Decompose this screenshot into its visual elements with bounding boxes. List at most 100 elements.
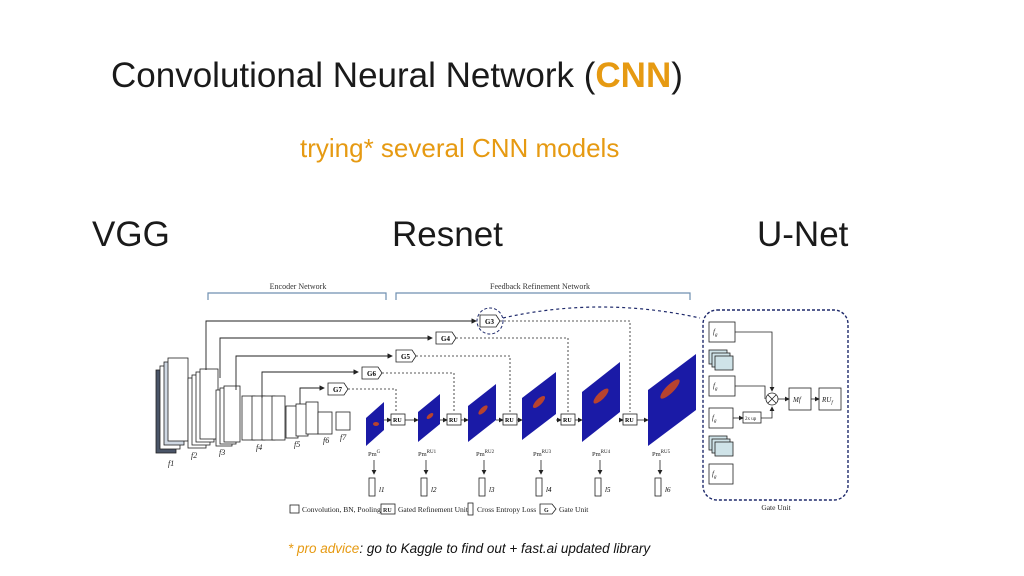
svg-text:fg: fg bbox=[713, 382, 718, 392]
gate-g3: G3 bbox=[476, 307, 504, 335]
gate-unit-detail: Gate Unit fg fg fg fg Mf RUf 2x up bbox=[702, 309, 849, 512]
pm-label: Pm bbox=[652, 451, 661, 458]
svg-text:PmRU3: PmRU3 bbox=[533, 450, 552, 458]
encoder-bracket: Encoder Network bbox=[207, 282, 387, 300]
feature-labels: f1 f2 f3 f4 f5 f6 f7 bbox=[168, 433, 347, 468]
legend-gate: Gate Unit bbox=[559, 505, 589, 514]
prediction-map-2 bbox=[418, 394, 440, 442]
pm-label: Pm bbox=[368, 451, 377, 458]
legend-ru-swatch bbox=[380, 503, 396, 515]
gate-g4: G4 bbox=[435, 331, 457, 345]
prediction-maps bbox=[366, 354, 696, 446]
loss-label: l4 bbox=[546, 486, 552, 494]
gate-detail-sub: g bbox=[714, 419, 717, 424]
svg-text:PmRU4: PmRU4 bbox=[592, 450, 611, 458]
gate-detail-label: f bbox=[713, 328, 716, 336]
block-f1 bbox=[155, 357, 189, 454]
loss-block-4: l4 bbox=[535, 477, 552, 497]
ru-label: RU bbox=[563, 418, 572, 424]
ru-unit-2: RU bbox=[446, 413, 462, 426]
block-f6 bbox=[317, 411, 333, 435]
loss-block-1: l1 bbox=[368, 477, 384, 497]
loss-arrows bbox=[371, 460, 663, 475]
legend: Convolution, BN, Pooling RU Gated Refine… bbox=[289, 502, 589, 516]
svg-text:RUf: RUf bbox=[821, 396, 833, 406]
ru-f-label: RU bbox=[821, 396, 832, 404]
title-close: ) bbox=[671, 56, 683, 95]
gate-label: G3 bbox=[485, 318, 494, 326]
footnote: * pro advice: go to Kaggle to find out +… bbox=[288, 541, 650, 556]
page-title: Convolutional Neural Network (CNN) bbox=[111, 56, 683, 96]
gate-label: G4 bbox=[441, 335, 450, 343]
ru-label: RU bbox=[505, 418, 514, 424]
ru-units: RU RU RU RU RU bbox=[390, 413, 638, 426]
svg-text:PmRU1: PmRU1 bbox=[418, 450, 437, 458]
feature-label: f1 bbox=[168, 459, 174, 468]
footnote-highlight: pro advice bbox=[297, 541, 360, 556]
gate-label: G5 bbox=[401, 353, 410, 361]
gate-nodes: G7 G6 G5 G4 G3 bbox=[327, 307, 504, 396]
prediction-map-1 bbox=[366, 402, 384, 446]
block-f5 bbox=[285, 401, 319, 439]
feature-label: f3 bbox=[219, 448, 225, 457]
encoder-label: Encoder Network bbox=[270, 282, 327, 291]
svg-text:fg: fg bbox=[712, 414, 717, 424]
title-highlight: CNN bbox=[595, 56, 672, 95]
gate-detail-sub: g bbox=[714, 475, 717, 480]
loss-label: l1 bbox=[379, 486, 384, 494]
gate-detail-label: f bbox=[713, 382, 716, 390]
ru-unit-1: RU bbox=[390, 413, 406, 426]
loss-label: l5 bbox=[605, 486, 611, 494]
block-f3 bbox=[215, 385, 241, 447]
gate-input-f-next2 bbox=[708, 463, 734, 485]
pm-sup: RU1 bbox=[427, 450, 437, 455]
skip-connections bbox=[205, 318, 477, 404]
encoder-blocks bbox=[155, 357, 351, 454]
ru-unit-4: RU bbox=[560, 413, 576, 426]
pm-label: Pm bbox=[533, 451, 542, 458]
loss-blocks: l1 l2 l3 l4 l5 l6 bbox=[368, 477, 671, 497]
svg-text:fg: fg bbox=[713, 328, 718, 338]
legend-gate-swatch bbox=[539, 503, 557, 515]
feature-label: f2 bbox=[191, 451, 197, 460]
legend-gate-text: G bbox=[544, 508, 549, 514]
ru-f-sub: f bbox=[831, 401, 833, 406]
loss-block-2: l2 bbox=[420, 477, 437, 497]
gate-label: G7 bbox=[333, 386, 342, 394]
feature-label: f6 bbox=[323, 436, 329, 445]
gate-g7: G7 bbox=[327, 382, 349, 396]
block-f4 bbox=[241, 395, 286, 441]
model-vgg: VGG bbox=[92, 215, 170, 254]
ru-label: RU bbox=[393, 418, 402, 424]
refinement-label: Feedback Refinement Network bbox=[490, 282, 590, 291]
gate-detail-label: f bbox=[712, 414, 715, 422]
gate-to-ru-links bbox=[348, 320, 631, 412]
pm-label: Pm bbox=[592, 451, 601, 458]
legend-conv-swatch bbox=[289, 504, 300, 514]
gate-highlight-circle bbox=[476, 307, 504, 335]
legend-ru-text: RU bbox=[383, 508, 392, 514]
pm-sup: RU2 bbox=[485, 450, 495, 455]
upsample-label: 2x up bbox=[745, 417, 757, 422]
feature-label: f7 bbox=[340, 433, 347, 442]
ru-label: RU bbox=[625, 418, 634, 424]
block-f7 bbox=[335, 411, 351, 431]
gate-unit-frame bbox=[702, 309, 849, 501]
gate-detail-label: f bbox=[712, 470, 715, 478]
ru-label: RU bbox=[449, 418, 458, 424]
svg-text:PmG: PmG bbox=[368, 450, 381, 458]
model-resnet: Resnet bbox=[392, 215, 503, 254]
svg-text:fg: fg bbox=[712, 470, 717, 480]
multiply-node bbox=[765, 392, 779, 406]
gate-g6: G6 bbox=[361, 366, 383, 380]
gate-label: G6 bbox=[367, 370, 376, 378]
feature-label: f5 bbox=[294, 440, 300, 449]
pm-sup: RU3 bbox=[542, 450, 552, 455]
prediction-map-4 bbox=[522, 372, 556, 440]
ru-unit-5: RU bbox=[622, 413, 638, 426]
pm-label: Pm bbox=[418, 451, 427, 458]
gate-zoom-connector bbox=[502, 306, 701, 319]
gate-unit-label: Gate Unit bbox=[761, 503, 791, 512]
loss-block-5: l5 bbox=[594, 477, 611, 497]
